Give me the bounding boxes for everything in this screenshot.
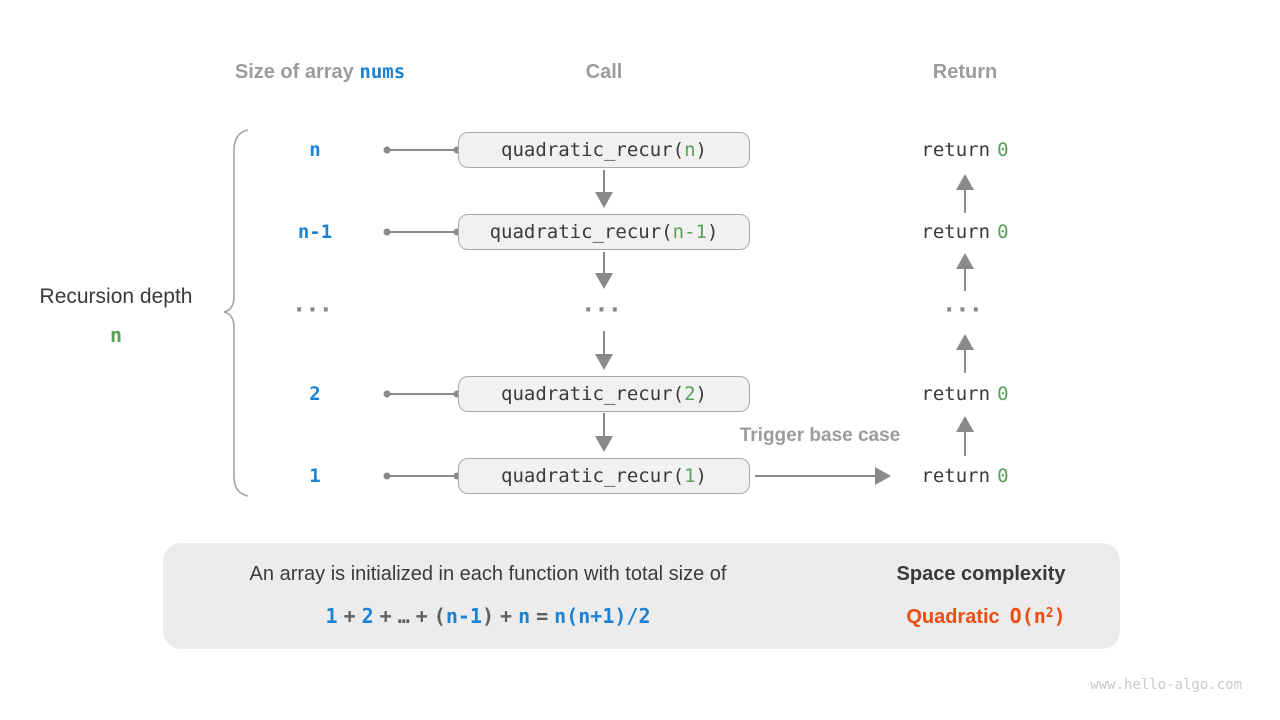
brace bbox=[223, 129, 249, 497]
size-call-connectors bbox=[383, 146, 461, 480]
header-size-of-array: Size of array nums bbox=[170, 61, 470, 84]
header-call: Call bbox=[585, 61, 623, 83]
call-ellipsis: ··· bbox=[583, 298, 625, 323]
big-o-notation: O(n2) bbox=[1009, 604, 1066, 628]
call-code: quadratic_recur(1) bbox=[501, 465, 707, 487]
call-box-n-1: quadratic_recur(n-1) bbox=[458, 214, 750, 250]
size-label-n-1: n-1 bbox=[297, 221, 333, 243]
call-code: quadratic_recur(2) bbox=[501, 383, 707, 405]
watermark: www.hello-algo.com bbox=[1090, 677, 1242, 693]
call-box-2: quadratic_recur(2) bbox=[458, 376, 750, 412]
size-label-n: n bbox=[309, 139, 321, 161]
call-code: quadratic_recur(n) bbox=[501, 139, 707, 161]
trigger-base-case-label: Trigger base case bbox=[739, 425, 901, 446]
complexity-word: Quadratic bbox=[906, 606, 1000, 628]
call-box-1: quadratic_recur(1) bbox=[458, 458, 750, 494]
return-ellipsis: ··· bbox=[944, 298, 986, 323]
space-complexity-value: Quadratic O(n2) bbox=[856, 604, 1116, 629]
call-code: quadratic_recur(n-1) bbox=[489, 221, 719, 243]
header-return: Return bbox=[932, 61, 998, 83]
header-size-text: Size of array bbox=[234, 61, 354, 83]
space-complexity-title: Space complexity bbox=[896, 563, 1066, 585]
recursion-depth-label: Recursion depth bbox=[39, 285, 193, 308]
summary-formula: 1+2+…+(n-1)+n=n(n+1)/2 bbox=[325, 604, 651, 628]
call-box-n: quadratic_recur(n) bbox=[458, 132, 750, 168]
summary-panel bbox=[163, 543, 1120, 649]
size-ellipsis: ··· bbox=[294, 298, 336, 323]
header-nums-code: nums bbox=[359, 61, 406, 83]
size-label-2: 2 bbox=[309, 383, 321, 405]
summary-text: An array is initialized in each function… bbox=[249, 563, 727, 585]
recursion-depth-value: n bbox=[109, 323, 123, 347]
size-label-1: 1 bbox=[309, 465, 321, 487]
